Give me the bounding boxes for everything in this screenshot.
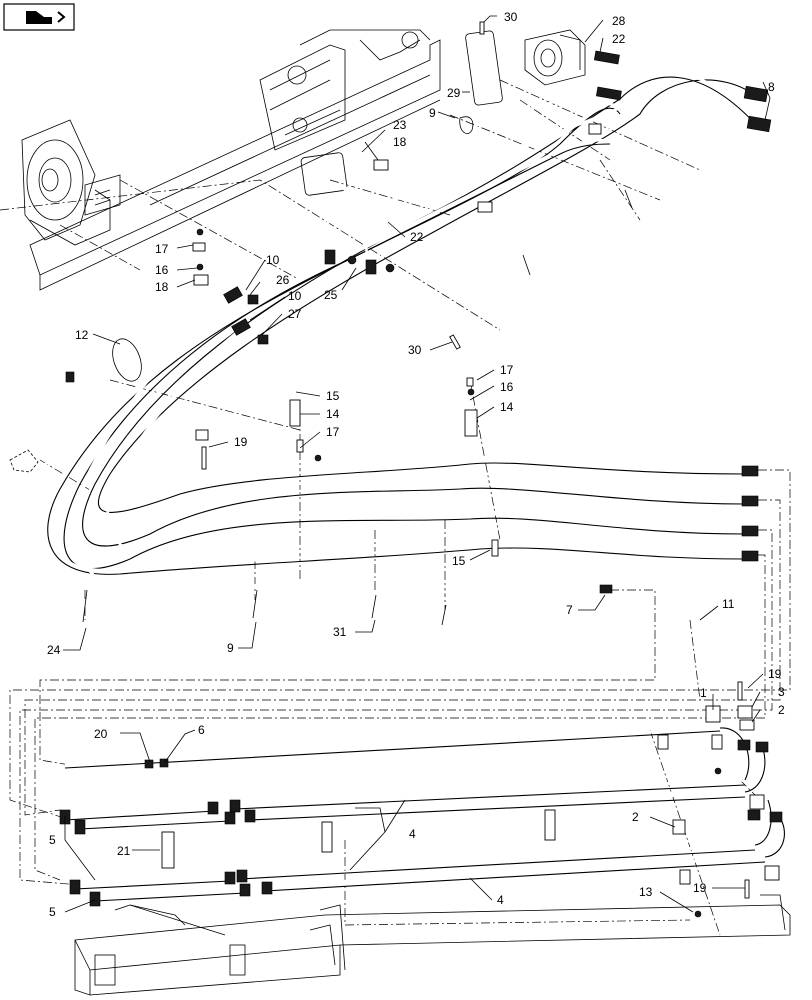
callout-44: 5 (49, 905, 56, 919)
routing-lines (9, 469, 791, 936)
callout-43: 4 (497, 893, 504, 907)
callout-34: 1 (700, 686, 707, 700)
callout-45: 13 (639, 885, 653, 899)
callout-9: 17 (155, 242, 169, 256)
callout-6: 9 (429, 106, 436, 120)
callout-11: 18 (155, 280, 169, 294)
callout-18: 30 (408, 343, 422, 357)
lower-clamps (161, 681, 780, 918)
view-toggle-icon[interactable] (3, 3, 75, 31)
callout-14: 10 (288, 289, 302, 303)
callout-32: 11 (722, 597, 735, 611)
callout-46: 19 (693, 881, 707, 895)
callout-41: 5 (49, 833, 56, 847)
callout-leaders (63, 15, 771, 913)
callout-35: 3 (778, 685, 785, 699)
callout-30: 31 (333, 625, 347, 639)
callout-16: 22 (410, 230, 424, 244)
callout-15: 27 (288, 307, 302, 321)
callout-24: 16 (500, 380, 514, 394)
callout-36: 2 (778, 703, 785, 717)
callout-26: 19 (234, 435, 248, 449)
callout-13: 26 (276, 273, 290, 287)
callout-4: 8 (768, 80, 775, 94)
callout-5: 29 (447, 86, 461, 100)
callout-20: 15 (326, 389, 340, 403)
callout-12: 10 (266, 253, 280, 267)
callout-19: 12 (75, 328, 89, 342)
callout-21: 14 (326, 407, 340, 421)
callout-29: 9 (227, 641, 234, 655)
callout-40: 4 (409, 827, 416, 841)
callout-17: 25 (324, 288, 338, 302)
callout-22: 17 (326, 425, 340, 439)
callout-28: 24 (47, 643, 61, 657)
callout-38: 6 (198, 723, 205, 737)
callout-10: 16 (155, 263, 169, 277)
callout-42: 21 (117, 844, 131, 858)
callout-labels: 30 28 22 8 29 9 23 18 17 16 18 10 26 10 … (47, 10, 785, 919)
upper-hose-bundle (14, 50, 772, 605)
callout-1: 30 (504, 10, 518, 24)
callout-33: 19 (768, 667, 782, 681)
upper-frame-assembly (9, 29, 586, 473)
upper-hardware (82, 21, 633, 626)
callout-2: 28 (612, 14, 626, 28)
lower-boom-frame (74, 894, 791, 996)
callout-37: 20 (94, 727, 108, 741)
lower-steel-tubes (59, 726, 785, 907)
callout-8: 18 (393, 135, 407, 149)
callout-25: 14 (500, 400, 514, 414)
callout-7: 23 (393, 118, 407, 132)
callout-39: 2 (632, 810, 639, 824)
upper-reference-lines (0, 79, 701, 620)
callout-27: 15 (452, 554, 466, 568)
callout-23: 17 (500, 363, 514, 377)
callout-3: 22 (612, 32, 626, 46)
callout-31: 7 (566, 603, 573, 617)
